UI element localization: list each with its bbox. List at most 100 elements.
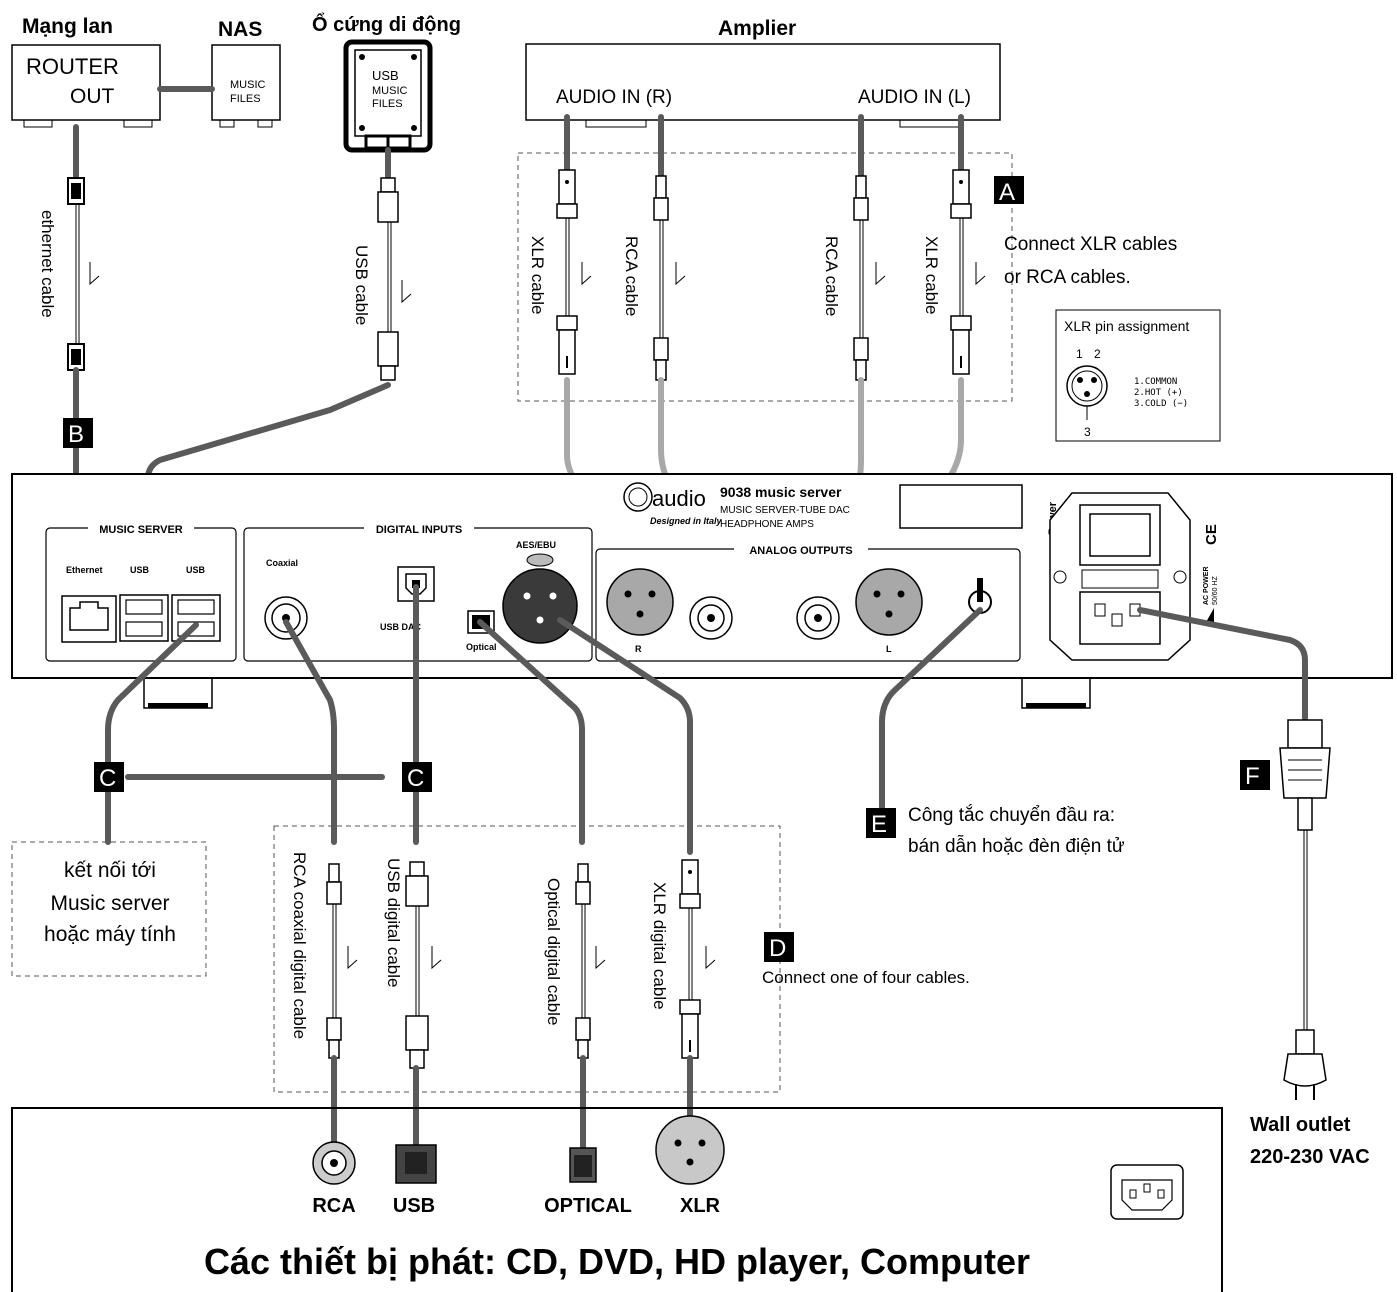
audio-in-r: AUDIO IN (R) bbox=[556, 87, 672, 108]
amplifier-box bbox=[525, 43, 1001, 121]
audio-in-l: AUDIO IN (L) bbox=[858, 87, 971, 108]
nas-box bbox=[211, 44, 281, 121]
wall-voltage-label: 220-230 VAC bbox=[1250, 1146, 1370, 1168]
badge-b bbox=[63, 418, 93, 448]
ethernet-port-label: Ethernet bbox=[66, 565, 103, 575]
output-l-label: L bbox=[886, 644, 892, 654]
hdd-line1: USB bbox=[372, 68, 399, 83]
ac-hz-label: 50/60 HZ bbox=[1212, 575, 1219, 605]
brand-name: audio bbox=[652, 486, 706, 511]
rca-output-r[interactable] bbox=[689, 596, 733, 640]
rca-output-l[interactable] bbox=[796, 596, 840, 640]
aes-ebu-port[interactable] bbox=[502, 553, 578, 644]
xlr-output-r[interactable] bbox=[606, 568, 674, 636]
badge-c-right bbox=[402, 762, 432, 792]
device-desc1: MUSIC SERVER-TUBE DAC bbox=[720, 505, 850, 516]
rca-cable-l-label: RCA cable bbox=[822, 236, 841, 316]
usb-ports-1[interactable] bbox=[119, 594, 169, 642]
rca-cable-r-label: RCA cable bbox=[622, 236, 641, 316]
usb-dac-label: USB DAC bbox=[380, 622, 422, 632]
player-usb-port[interactable] bbox=[395, 1144, 437, 1184]
badge-a-text: A bbox=[999, 179, 1015, 206]
player-rca-label: RCA bbox=[312, 1195, 355, 1217]
player-optical-label: OPTICAL bbox=[544, 1195, 632, 1217]
note-c-line1: kết nối tới bbox=[64, 859, 156, 882]
player-xlr-label: XLR bbox=[680, 1195, 721, 1217]
usb-to-computer-cable bbox=[105, 622, 199, 845]
rca-digital-cable-label: RCA coaxial digital cable bbox=[290, 852, 309, 1039]
amplifier-title: Amplier bbox=[718, 17, 796, 40]
device-desc2: HEADPHONE AMPS bbox=[720, 519, 814, 530]
power-switch[interactable] bbox=[1079, 504, 1161, 566]
xlr-digital-cable-label: XLR digital cable bbox=[650, 882, 669, 1010]
analog-cables-box bbox=[517, 152, 1013, 402]
coaxial-cable-line bbox=[283, 619, 337, 845]
music-server-group-label: MUSIC SERVER bbox=[99, 524, 183, 536]
xlr-output-l[interactable] bbox=[855, 568, 923, 636]
display-window bbox=[899, 484, 1023, 529]
router-label: ROUTER bbox=[26, 54, 119, 79]
xlr-cable-r-label: XLR cable bbox=[528, 236, 547, 314]
ethernet-cable-label: ethernet cable bbox=[38, 210, 57, 318]
usb-cable-top bbox=[145, 147, 412, 531]
ethernet-cable bbox=[67, 124, 100, 423]
badge-a bbox=[994, 176, 1024, 204]
xlr-pin-3: 3 bbox=[1084, 425, 1091, 439]
digital-cables-box bbox=[273, 825, 781, 1093]
player-optical-port[interactable] bbox=[569, 1147, 597, 1183]
note-c-line2: Music server bbox=[50, 892, 169, 915]
player-usb-label: USB bbox=[393, 1195, 435, 1217]
xlr-pin-desc-3: 3.COLD (−) bbox=[1134, 399, 1188, 409]
usb-cable-label: USB cable bbox=[352, 245, 371, 325]
note-c-box bbox=[11, 841, 207, 977]
rca-cable-r bbox=[653, 114, 686, 381]
usb-digital-cable bbox=[405, 861, 442, 1153]
badge-b-text: B bbox=[68, 421, 84, 448]
xlr-pin-1: 1 bbox=[1076, 347, 1083, 361]
badge-c-right-text: C bbox=[407, 765, 424, 792]
player-power-socket[interactable] bbox=[1110, 1164, 1184, 1220]
xlr-pin-title: XLR pin assignment bbox=[1064, 318, 1189, 334]
power-socket[interactable] bbox=[1079, 591, 1161, 645]
player-rca-port[interactable] bbox=[312, 1141, 356, 1185]
player-title: Các thiết bị phát: CD, DVD, HD player, C… bbox=[204, 1241, 1030, 1282]
ethernet-port[interactable] bbox=[61, 595, 117, 643]
badge-f-text: F bbox=[1245, 763, 1260, 790]
badge-e-text: E bbox=[871, 811, 887, 838]
rca-digital-cable bbox=[326, 863, 358, 1153]
ce-mark: CE bbox=[1203, 524, 1220, 545]
router-box bbox=[11, 44, 161, 121]
note-e-line2: bán dẫn hoặc đèn điện tử bbox=[908, 835, 1125, 857]
optical-cable-line bbox=[477, 619, 585, 845]
badge-d bbox=[764, 932, 794, 962]
digital-inputs-group-label: DIGITAL INPUTS bbox=[376, 524, 462, 536]
xlr-pin-box bbox=[1055, 309, 1221, 442]
hdd-line2: MUSIC bbox=[372, 85, 408, 97]
xlr-pin-desc-1: 1.COMMON bbox=[1134, 377, 1177, 387]
badge-d-text: D bbox=[769, 935, 786, 962]
device-model: 9038 music server bbox=[720, 484, 842, 500]
coaxial-port[interactable] bbox=[264, 596, 308, 640]
xlr-cable-l-label: XLR cable bbox=[922, 236, 941, 314]
nas-line1: MUSIC bbox=[230, 79, 266, 91]
optical-digital-cable-label: Optical digital cable bbox=[544, 878, 563, 1025]
usb-digital-cable-label: USB digital cable bbox=[384, 858, 403, 987]
network-title: Mạng lan bbox=[22, 15, 113, 38]
output-r-label: R bbox=[635, 644, 642, 654]
player-xlr-port[interactable] bbox=[655, 1115, 725, 1185]
source-player-device bbox=[11, 1107, 1223, 1292]
brand-logo: audio Designed in Italy bbox=[623, 482, 723, 526]
usb-port1-label: USB bbox=[130, 565, 150, 575]
wall-outlet-label: Wall outlet bbox=[1250, 1114, 1351, 1136]
usb-ports-2[interactable] bbox=[171, 594, 221, 642]
xlr-pin-desc-2: 2.HOT (+) bbox=[1134, 388, 1183, 398]
analog-outputs-group-label: ANALOG OUTPUTS bbox=[749, 545, 852, 557]
note-d: Connect one of four cables. bbox=[762, 968, 970, 987]
optical-digital-cable bbox=[575, 863, 606, 1153]
note-a-line1: Connect XLR cables bbox=[1004, 234, 1177, 255]
badge-c-left bbox=[94, 762, 124, 792]
router-out-label: OUT bbox=[70, 85, 115, 108]
rca-cable-l bbox=[853, 114, 886, 381]
ac-power-label: AC POWER bbox=[1203, 567, 1210, 606]
